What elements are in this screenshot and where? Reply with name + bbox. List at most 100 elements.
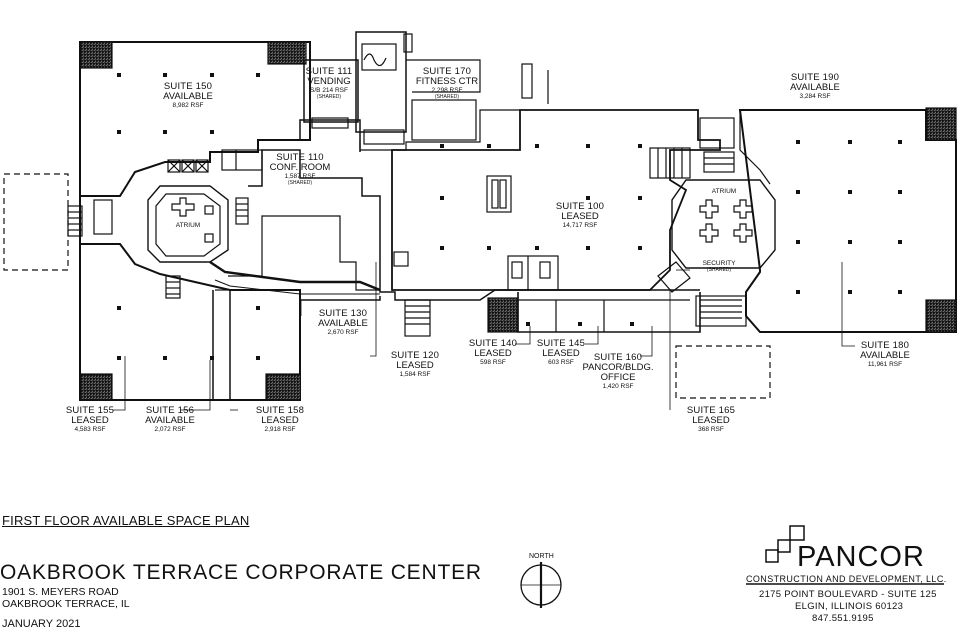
- company-address-1: 2175 POINT BOULEVARD - SUITE 125: [759, 589, 937, 600]
- suite-area: S/B 214 RSF: [310, 86, 348, 94]
- suite-name: SUITE 111: [305, 66, 353, 77]
- suite-100-label: SUITE 100 LEASED 14,717 RSF: [545, 202, 615, 230]
- suite-area: 2,298 RSF: [431, 86, 463, 94]
- suite-status: AVAILABLE: [163, 90, 213, 102]
- suite-area: 14,717 RSF: [562, 221, 598, 229]
- suite-note: (SHARED): [287, 179, 313, 186]
- plan-date: JANUARY 2021: [2, 618, 81, 630]
- suite-status: LEASED: [692, 414, 730, 426]
- suite-note: (SHARED): [434, 93, 460, 100]
- suite-155-label: SUITE 155 LEASED 4,583 RSF: [60, 406, 120, 434]
- suite-name: SUITE 160: [593, 352, 643, 363]
- company-name: PANCOR: [797, 541, 925, 573]
- suite-name: SUITE 165: [686, 405, 736, 416]
- pancor-logo-icon: [746, 525, 944, 585]
- south-suites: [487, 292, 701, 333]
- security-text: SECURITY: [702, 260, 736, 267]
- suite-area: 8,982 RSF: [172, 101, 204, 109]
- suite-name: SUITE 130: [318, 308, 368, 319]
- suite-area: 2,670 RSF: [327, 328, 359, 336]
- suite-150-label: SUITE 150 AVAILABLE 8,982 RSF: [153, 82, 223, 110]
- security-note: (SHARED): [706, 266, 732, 273]
- suite-area: 2,072 RSF: [154, 425, 186, 433]
- suite-status: AVAILABLE: [860, 349, 910, 361]
- company-subtitle: CONSTRUCTION AND DEVELOPMENT, LLC.: [746, 574, 947, 584]
- suite-name: SUITE 120: [390, 350, 440, 361]
- suite-180-label: SUITE 180 AVAILABLE 11,961 RSF: [848, 341, 922, 369]
- central-block: [209, 119, 700, 337]
- north-label: NORTH: [529, 553, 554, 560]
- suite-name: SUITE 150: [163, 81, 213, 92]
- suite-status: LEASED: [261, 414, 299, 426]
- suite-note: (SHARED): [316, 93, 342, 100]
- atrium-west-label: ATRIUM: [166, 222, 210, 230]
- north-annex: [303, 31, 549, 151]
- columns: [117, 73, 902, 360]
- suite-status-line2: OFFICE: [600, 371, 636, 383]
- suite-status: LEASED: [542, 347, 580, 359]
- suite-area: 1,420 RSF: [602, 382, 634, 390]
- security-label: SECURITY (SHARED): [694, 260, 744, 273]
- suite-160-label: SUITE 160 PANCOR/BLDG. OFFICE 1,420 RSF: [581, 353, 655, 391]
- suite-190-label: SUITE 190 AVAILABLE 3,284 RSF: [780, 73, 850, 101]
- suite-145-label: SUITE 145 LEASED 603 RSF: [527, 339, 595, 367]
- address-line-2: OAKBROOK TERRACE, IL: [2, 598, 130, 610]
- suite-status: VENDING: [307, 75, 351, 87]
- east-atrium: [657, 117, 776, 293]
- suite-name: SUITE 190: [790, 72, 840, 83]
- suite-status: AVAILABLE: [790, 81, 840, 93]
- address-line-1: 1901 S. MEYERS ROAD: [2, 586, 119, 598]
- suite-165-label: SUITE 165 LEASED 368 RSF: [676, 406, 746, 434]
- suite-status: AVAILABLE: [318, 317, 368, 329]
- suite-status: FITNESS CTR: [415, 75, 479, 87]
- suite-area: 603 RSF: [548, 358, 574, 366]
- suite-name: SUITE 155: [65, 405, 115, 416]
- suite-name: SUITE 145: [536, 338, 586, 349]
- west-wing: [79, 41, 311, 401]
- suite-111-label: SUITE 111 VENDING S/B 214 RSF (SHARED): [300, 67, 358, 100]
- suite-status: PANCOR/BLDG.: [582, 361, 654, 373]
- suite-120-label: SUITE 120 LEASED 1,584 RSF: [380, 351, 450, 379]
- suite-area: 11,961 RSF: [867, 360, 903, 368]
- plan-title: FIRST FLOOR AVAILABLE SPACE PLAN: [2, 513, 250, 528]
- suite-name: SUITE 158: [255, 405, 305, 416]
- suite-100-area: [391, 109, 721, 291]
- atrium-label: ATRIUM: [711, 188, 737, 195]
- suite-name: SUITE 156: [145, 405, 195, 416]
- north-arrow: [520, 562, 562, 608]
- suite-area: 368 RSF: [698, 425, 724, 433]
- company-address-2: ELGIN, ILLINOIS 60123: [795, 601, 904, 612]
- suite-area: 598 RSF: [480, 358, 506, 366]
- west-atrium: [147, 149, 263, 263]
- suite-156-label: SUITE 156 AVAILABLE 2,072 RSF: [140, 406, 200, 434]
- suite-area: 2,918 RSF: [264, 425, 296, 433]
- leader-lines: [113, 262, 855, 411]
- suite-name: SUITE 100: [555, 201, 605, 212]
- suite-status: LEASED: [396, 359, 434, 371]
- suite-name: SUITE 140: [468, 338, 518, 349]
- suite-status: LEASED: [71, 414, 109, 426]
- suite-158-label: SUITE 158 LEASED 2,918 RSF: [250, 406, 310, 434]
- building-name: OAKBROOK TERRACE CORPORATE CENTER: [0, 561, 482, 584]
- west-entrance: [3, 173, 113, 271]
- suite-area: 1,587 RSF: [284, 172, 316, 180]
- suite-110-label: SUITE 110 CONF. ROOM 1,587 RSF (SHARED): [266, 153, 334, 186]
- suite-140-label: SUITE 140 LEASED 598 RSF: [459, 339, 527, 367]
- suite-status: AVAILABLE: [145, 414, 195, 426]
- suite-130-label: SUITE 130 AVAILABLE 2,670 RSF: [308, 309, 378, 337]
- atrium-east-label: ATRIUM: [702, 188, 746, 196]
- suite-status: LEASED: [561, 210, 599, 222]
- suite-name: SUITE 170: [422, 66, 472, 77]
- suite-area: 4,583 RSF: [74, 425, 106, 433]
- suite-name: SUITE 110: [276, 152, 324, 163]
- suite-status: LEASED: [474, 347, 512, 359]
- suite-name: SUITE 180: [860, 340, 910, 351]
- suite-status: CONF. ROOM: [269, 161, 331, 173]
- suite-area: 1,584 RSF: [399, 370, 431, 378]
- suite-170-label: SUITE 170 FITNESS CTR 2,298 RSF (SHARED): [414, 67, 480, 100]
- east-wing: [675, 107, 957, 399]
- company-phone: 847.551.9195: [812, 613, 874, 624]
- atrium-label: ATRIUM: [175, 222, 201, 229]
- suite-area: 3,284 RSF: [799, 92, 831, 100]
